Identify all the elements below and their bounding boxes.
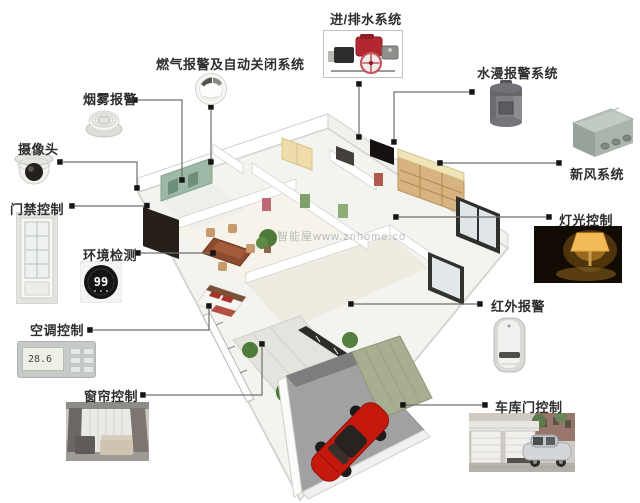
ac-button (83, 348, 94, 355)
label-smoke-alarm: 烟雾报警 (83, 92, 138, 107)
label-light-control: 灯光控制 (559, 213, 614, 228)
window-wall (202, 312, 255, 403)
ac-button (83, 366, 94, 373)
ir-alarm-device-image (492, 316, 527, 374)
ac-button (70, 357, 81, 364)
pir-sensor-icon (493, 317, 526, 373)
ac-button (70, 366, 81, 373)
fresh-air-device-image (561, 105, 639, 161)
plant (256, 229, 277, 253)
ac-button (83, 357, 94, 364)
water-canister-icon (490, 80, 522, 127)
entry-door (143, 207, 179, 259)
light-control-device-image (534, 226, 622, 283)
ac-control-device-image: 28.6 (17, 341, 96, 378)
label-door-access: 门禁控制 (10, 202, 65, 217)
lamp-photo (534, 226, 622, 283)
label-curtain-control: 窗帘控制 (84, 389, 139, 404)
garage-photo (469, 413, 575, 472)
dining-floor (176, 189, 340, 283)
door-icon (16, 212, 58, 304)
camera-device-image (14, 151, 54, 191)
label-ir-alarm: 红外报警 (491, 299, 546, 314)
door-access-device-image (16, 212, 58, 304)
dome-camera-icon (14, 151, 54, 185)
ac-panel: 28.6 (17, 341, 96, 378)
label-camera: 摄像头 (18, 142, 59, 157)
smoke-alarm-device-image (85, 105, 123, 138)
wardrobe-unit (397, 148, 465, 215)
garage-door-device-image (469, 413, 575, 472)
label-env-monitor: 环境检测 (83, 248, 138, 263)
ac-panel-lcd: 28.6 (22, 347, 64, 371)
thermostat-icon: 99 (80, 261, 122, 303)
red-car (311, 402, 389, 482)
tv-panel (370, 139, 394, 165)
living-floor (246, 235, 428, 330)
closet (281, 137, 313, 171)
green-accent-wall (160, 157, 213, 202)
label-garage-door: 车库门控制 (495, 400, 563, 415)
label-gas-alarm: 燃气报警及自动关闭系统 (156, 57, 305, 72)
curtain-room-photo (66, 402, 149, 461)
dining-set (201, 224, 255, 271)
water-pump-device-image (323, 30, 403, 78)
wall-art (262, 173, 383, 218)
gas-alarm-device-image (194, 72, 228, 106)
garage-ramp (351, 335, 433, 419)
label-ac-control: 空调控制 (30, 323, 85, 338)
ventilation-box-icon (571, 107, 635, 157)
gas-alarm-icon (195, 73, 227, 105)
label-flood-alarm: 水漫报警系统 (477, 66, 559, 81)
smoke-detector-icon (85, 110, 123, 138)
water-pump-icon (328, 34, 399, 75)
curtain-control-device-image (66, 402, 149, 461)
label-water-system: 进/排水系统 (330, 12, 402, 27)
kitchen-counter (336, 146, 354, 166)
callout-markers (57, 81, 562, 408)
env-monitor-device-image: 99 (80, 261, 122, 303)
label-fresh-air: 新风系统 (570, 167, 625, 182)
east-windows (428, 196, 500, 305)
ac-button (70, 348, 81, 355)
watermark: 智能屋www.znhome.co (277, 231, 407, 243)
env-monitor-reading: 99 (94, 275, 108, 289)
callout-lines (63, 87, 556, 406)
bed (195, 284, 247, 317)
flood-alarm-device-image (487, 80, 525, 128)
ac-panel-reading: 28.6 (28, 354, 53, 365)
